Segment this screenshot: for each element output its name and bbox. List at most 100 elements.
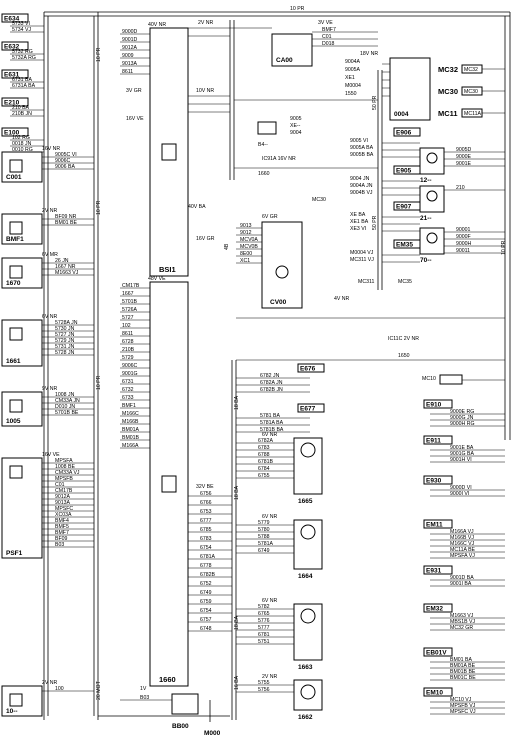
wire-label: 5733 VI [12,21,30,27]
pin-label: 5701B BE [55,410,79,416]
pin-label: 5729 JN [55,338,75,344]
connector-id: E632 [4,44,20,51]
module-id: M000 [204,730,221,737]
pin-label: B03 [55,542,64,548]
pin-label: 6759 [200,599,212,605]
motor-symbol [300,608,316,624]
pin-label: 6783 [258,445,270,451]
wire-label: 5732A RG [12,55,36,61]
module-symbol [275,265,289,279]
component-header: 6V MR [42,252,58,258]
pin-label: MPSFA [55,458,73,464]
module-id: 70-- [420,257,432,264]
label-3v-gr: 3V GR [126,88,142,94]
module-box [261,221,303,309]
module-id: B4-- [258,142,268,148]
pin-label: 5776 [258,618,270,624]
wire-label: M1663 VJ [450,613,474,619]
pin-label: BM01B [122,435,140,441]
connector-box [1,69,29,79]
pin-label: 6756 [200,491,212,497]
wire-label: MC11A BE [450,547,476,553]
wire-label: 5781B BA [260,427,284,433]
wire-label: BM01 BA [450,657,472,663]
pin-label: 9012 [240,230,252,236]
bus-label-7: 18 BA [234,615,240,630]
pin-label: 9004 [290,130,302,136]
module-box [171,693,199,715]
pin-label: 1667 NR [55,264,76,270]
connector-box [393,239,421,249]
pin-label: 5728A JN [55,320,78,326]
pin-label: 5727 JN [55,332,75,338]
pin-label: MPSFC [55,506,73,512]
connector-box [1,97,29,107]
wire-label: 210 BA [12,105,30,111]
component-symbol [9,327,23,341]
connector-box [423,687,453,697]
pin-label: 5726A [122,307,138,313]
bus-frame [43,11,511,720]
pin-label: 90001 [456,227,471,233]
connector-box [423,435,453,445]
pin-label: 5728 JN [55,350,75,356]
wire-label: 9005 VI [350,138,368,144]
bus-label-9: 20 MOT [96,680,102,700]
pin-label: 8E00 [240,251,252,257]
motor-id: 1665 [298,498,313,505]
connector-id: E910 [426,402,442,409]
motor-header: 6V NR [262,514,278,520]
component-box [1,391,43,427]
component-id: PSF1 [6,550,23,557]
connector-box [1,41,29,51]
pin-label: MCV0B [240,244,258,250]
pin-label: 102 [122,323,131,329]
label-16v-gr: 16V GR [196,236,215,242]
wire-label: 5734 VJ [12,27,31,33]
motor-symbol [300,684,316,700]
pin-label: 9005 [290,116,302,122]
connector-box [1,127,29,137]
connector-id: E634 [4,16,20,23]
connector-id: E931 [426,568,442,575]
component-symbol [9,221,23,235]
connector-box [393,127,421,137]
pin-label: 6757 [200,617,212,623]
pin-label: 9000D [122,29,138,35]
pin-label: 8611 [122,69,133,75]
component-symbol [9,399,23,413]
wire-label: 0010 RG [12,147,33,153]
motor-header: 6V NR [262,432,278,438]
bus-top-label: 10 PR [290,6,305,12]
module-symbol [161,475,177,493]
module-symbol [161,143,177,161]
module-id: 0004 [394,111,409,118]
wire-label: 5781 BA [260,413,280,419]
pin-label: 6784 [258,466,270,472]
label-ic11c: IC11C 2V NR [388,336,419,342]
wire-label: M166A VJ [450,529,474,535]
pin-label: 6781A [200,554,216,560]
pin-label: 6732 [122,387,134,393]
pin-label: M1663 VJ [55,270,79,276]
pin-label: 6781B [258,459,274,465]
wire-label: 6782A JN [260,380,283,386]
component-id: 1670 [6,280,21,287]
pin-label: 6753 [200,509,212,515]
wire-label: MBS1B VJ [450,619,475,625]
component-symbol [9,693,23,707]
module-header: 1V [140,686,147,692]
bus-label-8: 16 BA [234,675,240,690]
